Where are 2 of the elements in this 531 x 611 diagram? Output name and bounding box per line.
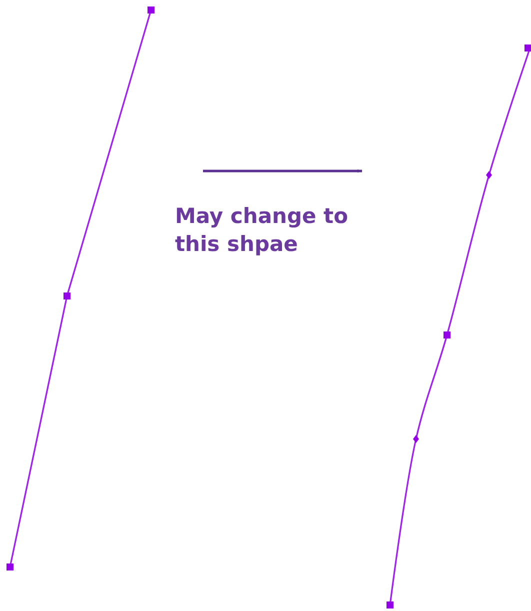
annotation-text: May change to this shpae (175, 203, 349, 258)
arrow (203, 170, 362, 172)
